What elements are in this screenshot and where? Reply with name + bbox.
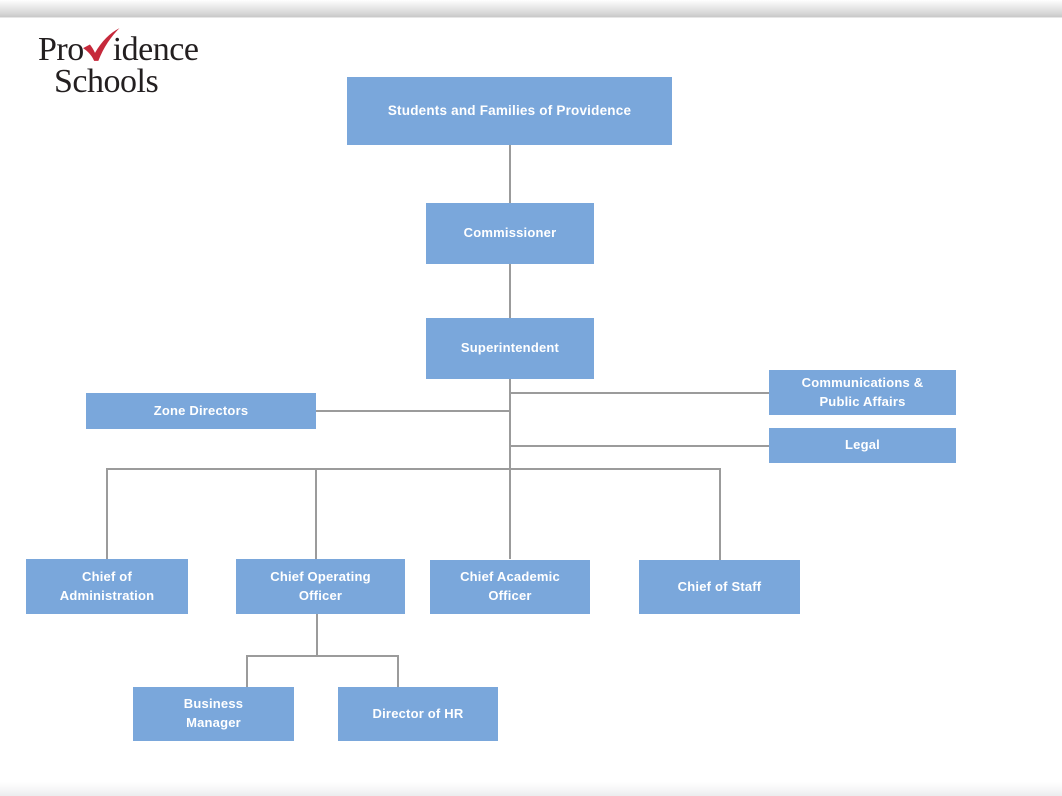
connector-to-zone-directors — [316, 410, 509, 412]
org-node-label: Students and Families of Providence — [387, 103, 632, 119]
org-node-chief-of-administration: Chief of Administration — [26, 559, 188, 614]
org-node-label: Communications & Public Affairs — [801, 374, 924, 409]
org-node-students-families: Students and Families of Providence — [347, 77, 672, 145]
org-node-chief-operating-officer: Chief Operating Officer — [236, 559, 405, 614]
org-node-label: Commissioner — [463, 225, 557, 241]
connector-to-legal — [511, 445, 769, 447]
org-node-label: Chief Operating Officer — [270, 568, 371, 603]
org-node-label: Legal — [845, 437, 880, 453]
connector-to-chief-administration — [106, 468, 108, 559]
org-node-label: Superintendent — [460, 340, 560, 356]
connector-to-communications — [511, 392, 769, 394]
connector-coo-rail — [246, 655, 399, 657]
connector-to-chief-operating — [315, 468, 317, 559]
org-node-communications-public-affairs: Communications & Public Affairs — [769, 370, 956, 415]
org-node-legal: Legal — [769, 428, 956, 463]
connector-to-chief-of-staff — [719, 468, 721, 560]
connector-to-business-manager — [246, 655, 248, 687]
org-node-director-of-hr: Director of HR — [338, 687, 498, 741]
connector-students-commissioner — [509, 145, 511, 203]
connector-commissioner-superintendent — [509, 264, 511, 318]
org-node-label: Zone Directors — [153, 402, 249, 418]
connector-chiefs-rail — [106, 468, 721, 470]
org-node-chief-academic-officer: Chief Academic Officer — [430, 560, 590, 614]
org-node-label: Chief Academic Officer — [460, 569, 560, 603]
providence-schools-logo: Pro idence Schools — [38, 24, 199, 100]
org-node-business-manager: Business Manager — [133, 687, 294, 741]
org-node-commissioner: Commissioner — [426, 203, 594, 264]
page-top-shadow — [0, 0, 1062, 20]
org-node-zone-directors: Zone Directors — [86, 393, 316, 429]
logo-word-schools: Schools — [54, 63, 159, 100]
org-node-label: Chief of Administration — [59, 568, 155, 603]
red-checkmark-icon — [82, 27, 120, 70]
logo-text-idence: idence — [112, 31, 199, 68]
logo-word-providence: Pro idence — [38, 24, 199, 70]
org-node-label: Business Manager — [183, 696, 244, 730]
org-node-label: Chief of Staff — [677, 578, 762, 594]
org-node-superintendent: Superintendent — [426, 318, 594, 379]
connector-coo-down — [316, 614, 318, 657]
connector-to-director-hr — [397, 655, 399, 687]
org-node-chief-of-staff: Chief of Staff — [639, 560, 800, 614]
logo-text-pro: Pro — [38, 31, 84, 68]
org-node-label: Director of HR — [372, 705, 464, 721]
page-bottom-shadow — [0, 782, 1062, 796]
